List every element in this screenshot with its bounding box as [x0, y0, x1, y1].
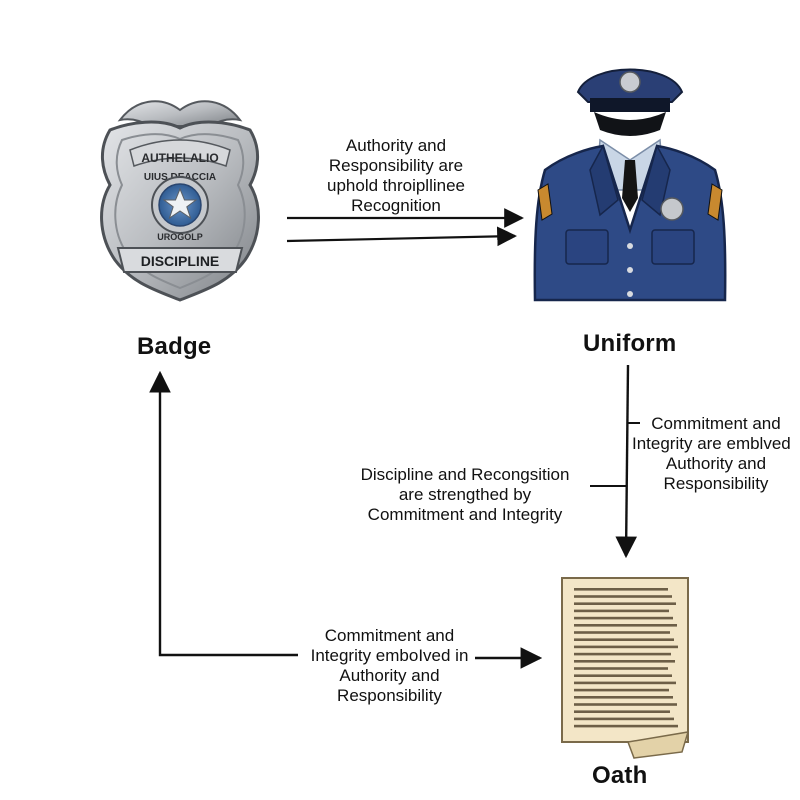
badge-label: Badge	[137, 333, 212, 360]
document-text-line	[574, 595, 672, 598]
edge-line: Commitment and Integrity	[367, 505, 563, 524]
badge-ribbon-text: DISCIPLINE	[141, 253, 220, 269]
document-text-line	[574, 645, 678, 649]
uniform-label: Uniform	[583, 330, 677, 357]
document-text-line	[574, 688, 669, 692]
star-icon	[162, 187, 198, 220]
document-text-line	[574, 703, 677, 706]
arrow-uniform-to-oath	[615, 364, 638, 559]
document-text-line	[574, 681, 676, 685]
document-text-line	[574, 609, 669, 613]
badge-emblem-top-text: AUTHELALIO	[141, 151, 218, 165]
edge-line: Discipline and Recongsition	[360, 465, 570, 484]
edge-line: Commitment and	[651, 414, 781, 433]
document-text-line	[574, 717, 674, 721]
arrow-oath-to-badge	[149, 370, 298, 657]
document-text-line	[574, 588, 668, 591]
edge-label-uniform-to-oath: Commitment and Integrity are emblved Aut…	[632, 414, 800, 494]
document-text-line	[574, 674, 672, 677]
edge-label-uniform-to-badge: Discipline and Recongsition are strength…	[345, 465, 585, 525]
document-text-line	[574, 638, 674, 641]
edge-label-badge-to-uniform: Authority and Responsibility are uphold …	[296, 136, 496, 216]
edge-line: Responsibility	[663, 474, 769, 493]
edge-line: uphold throipllinee	[327, 176, 465, 195]
edge-line: are strengthed by	[398, 485, 532, 504]
edge-line: Responsibility	[337, 686, 442, 705]
document-text-line	[574, 602, 676, 605]
document-text-line	[574, 624, 677, 627]
scroll-document-icon	[561, 577, 690, 759]
document-text-line	[574, 616, 673, 620]
document-text-line	[574, 724, 678, 728]
document-text-line	[574, 696, 673, 699]
badge-icon: AUTHELALIO UIUS DEACCIA UROGOLP DISCIPLI…	[100, 100, 260, 302]
edge-line: Authority and	[345, 136, 447, 155]
arrow-badge-to-uniform-2	[286, 226, 517, 247]
document-text-line	[574, 631, 670, 634]
edge-line: Authority and	[339, 666, 440, 685]
document-text-line	[574, 652, 671, 656]
edge-line: Responsibility are	[328, 156, 464, 175]
edge-line: Recognition	[351, 196, 441, 215]
edge-line: Integrity are emblved	[632, 434, 791, 453]
edge-line: Commitment and	[324, 626, 455, 645]
document-text-line	[574, 710, 670, 713]
oath-label: Oath	[592, 762, 648, 789]
document-text-line	[574, 667, 668, 670]
document-text-line	[574, 660, 675, 663]
edge-line: Integrity emboIved in	[310, 646, 469, 665]
edge-label-badge-to-oath: Commitment and Integrity emboIved in Aut…	[292, 626, 487, 706]
edge-line: Authority and	[665, 454, 767, 473]
uniform-icon	[533, 68, 727, 302]
badge-emblem-lower-text: UROGOLP	[157, 232, 203, 242]
